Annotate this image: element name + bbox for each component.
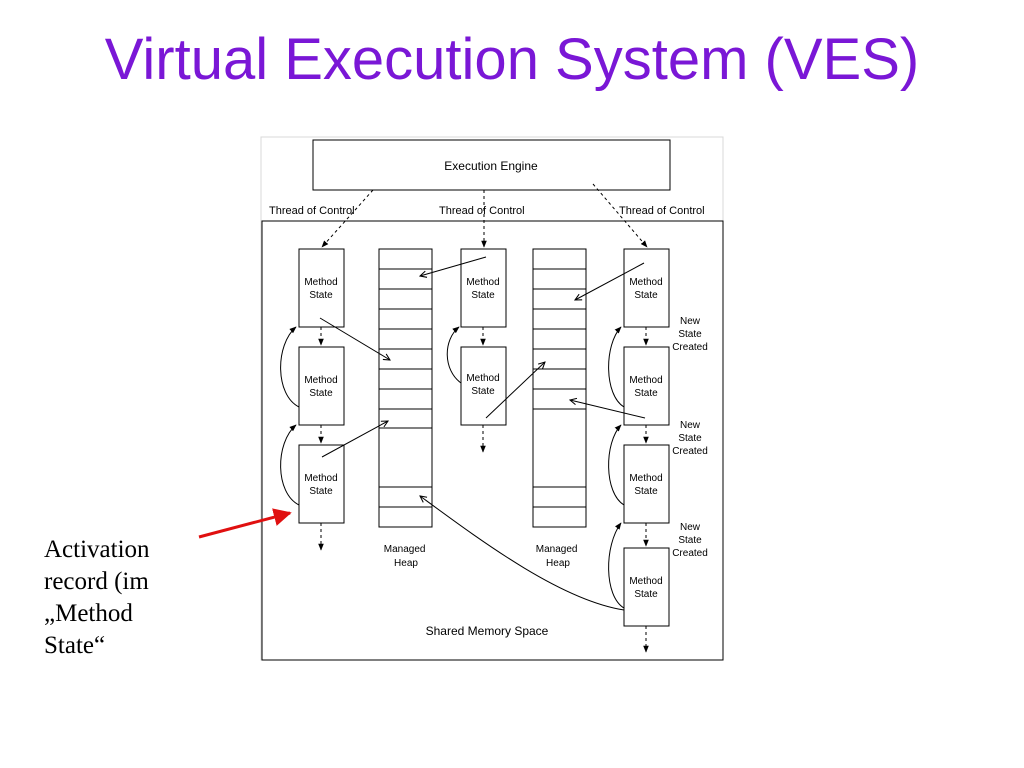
method-state-box (298, 346, 345, 426)
method-state-box (623, 547, 670, 627)
annotation-line: „Method (44, 600, 133, 627)
thread-label-left: Thread of Control (269, 205, 355, 217)
thread-label-center: Thread of Control (439, 205, 525, 217)
annotation-line: Activation (44, 536, 150, 563)
managed-heap-right-label: Managed Heap (536, 544, 580, 569)
method-state-box (460, 248, 507, 328)
execution-engine-box (312, 139, 671, 191)
stack-chain-arrows (318, 327, 649, 653)
execution-engine-label: Execution Engine (444, 159, 538, 173)
method-state-box (298, 444, 345, 524)
slide-title: Virtual Execution System (VES) (104, 27, 920, 92)
method-state-box (623, 346, 670, 426)
thread-arrows (321, 183, 648, 248)
thread-label-right: Thread of Control (619, 205, 705, 217)
shared-memory-box (261, 220, 724, 661)
managed-heap-right (532, 248, 587, 528)
heap-reference-arrows (319, 256, 646, 611)
method-state-box (298, 248, 345, 328)
return-arrows (280, 326, 625, 609)
managed-heap-left-label: Managed Heap (384, 544, 428, 569)
annotation-arrow (198, 508, 292, 539)
method-state-box (460, 346, 507, 426)
annotation-line: record (im (44, 568, 149, 595)
method-state-box (623, 248, 670, 328)
annotation-line: State“ (44, 632, 106, 659)
activation-record-annotation: Activation record (im „Method State“ (44, 534, 204, 662)
managed-heap-left (378, 248, 433, 528)
method-state-box (623, 444, 670, 524)
shared-memory-label: Shared Memory Space (426, 624, 549, 638)
